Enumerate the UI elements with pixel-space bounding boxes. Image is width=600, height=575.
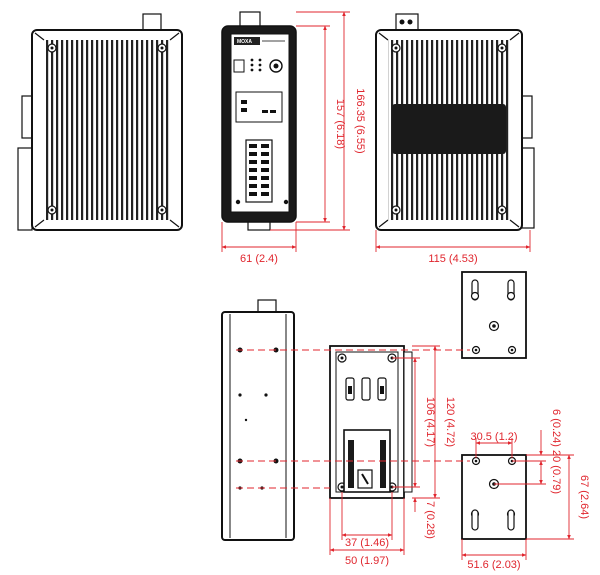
mount-hole-icon xyxy=(471,345,481,355)
front-view: MOXA xyxy=(221,11,297,231)
heatsink-fins xyxy=(44,40,170,220)
dim-wall-height: 67 (2.64) xyxy=(578,475,590,519)
wall-plate-top xyxy=(461,271,527,359)
dim-wall-slot-gap: 20 (0.79) xyxy=(550,450,562,494)
din-clip xyxy=(521,95,533,139)
side-view-right xyxy=(375,13,535,231)
screw-icon xyxy=(157,43,167,53)
dim-wall-hole-span: 30.5 (1.2) xyxy=(470,431,517,443)
mount-hole-icon xyxy=(488,320,500,332)
dim-side-depth: 115 (4.53) xyxy=(428,253,477,265)
dim-mount-height: 120 (4.72) xyxy=(444,397,456,447)
screw-icon xyxy=(157,205,167,215)
rear-bracket xyxy=(17,147,33,231)
dim-mount-bottom-offset: 7 (0.28) xyxy=(424,501,436,539)
dimension-lines xyxy=(221,11,574,560)
console-port-icon xyxy=(269,59,283,73)
dim-wall-width: 51.6 (2.03) xyxy=(467,559,520,571)
ethernet-port-icon xyxy=(249,144,269,196)
product-label xyxy=(392,104,506,154)
side-view-left xyxy=(17,13,183,231)
mount-hole-icon xyxy=(337,353,347,363)
din-clip xyxy=(21,95,33,139)
screw-icon xyxy=(391,43,401,53)
din-rail-bracket xyxy=(329,345,413,499)
rear-bracket xyxy=(521,147,535,229)
screw-icon xyxy=(47,205,57,215)
screw-icon xyxy=(497,205,507,215)
brand-badge xyxy=(234,37,260,45)
dim-din-outer-width: 50 (1.97) xyxy=(345,555,389,567)
dim-height-body: 157 (6.18) xyxy=(334,99,346,149)
top-connector xyxy=(395,13,419,31)
dim-height-total: 166.35 (6.55) xyxy=(354,88,366,153)
dim-front-width: 61 (2.4) xyxy=(240,253,278,265)
keyhole-icon xyxy=(470,279,516,301)
mount-hole-icon xyxy=(471,456,481,466)
label-area xyxy=(235,91,283,123)
wall-plate-bottom xyxy=(461,454,527,540)
screw-icon xyxy=(497,43,507,53)
dim-mount-hole-span: 106 (4.17) xyxy=(424,397,436,447)
brand-logo: MOXA xyxy=(237,39,252,45)
rear-view xyxy=(221,299,295,541)
rear-body xyxy=(221,311,295,541)
dim-wall-top-offset: 6 (0.24) xyxy=(550,409,562,447)
power-terminal xyxy=(233,59,245,73)
screw-icon xyxy=(47,43,57,53)
keyhole-icon xyxy=(470,509,516,531)
mount-hole-icon xyxy=(507,345,517,355)
led-icon xyxy=(250,58,262,72)
screw-icon xyxy=(391,205,401,215)
dim-din-inner-width: 37 (1.46) xyxy=(345,537,389,549)
body-bevel xyxy=(34,32,180,228)
